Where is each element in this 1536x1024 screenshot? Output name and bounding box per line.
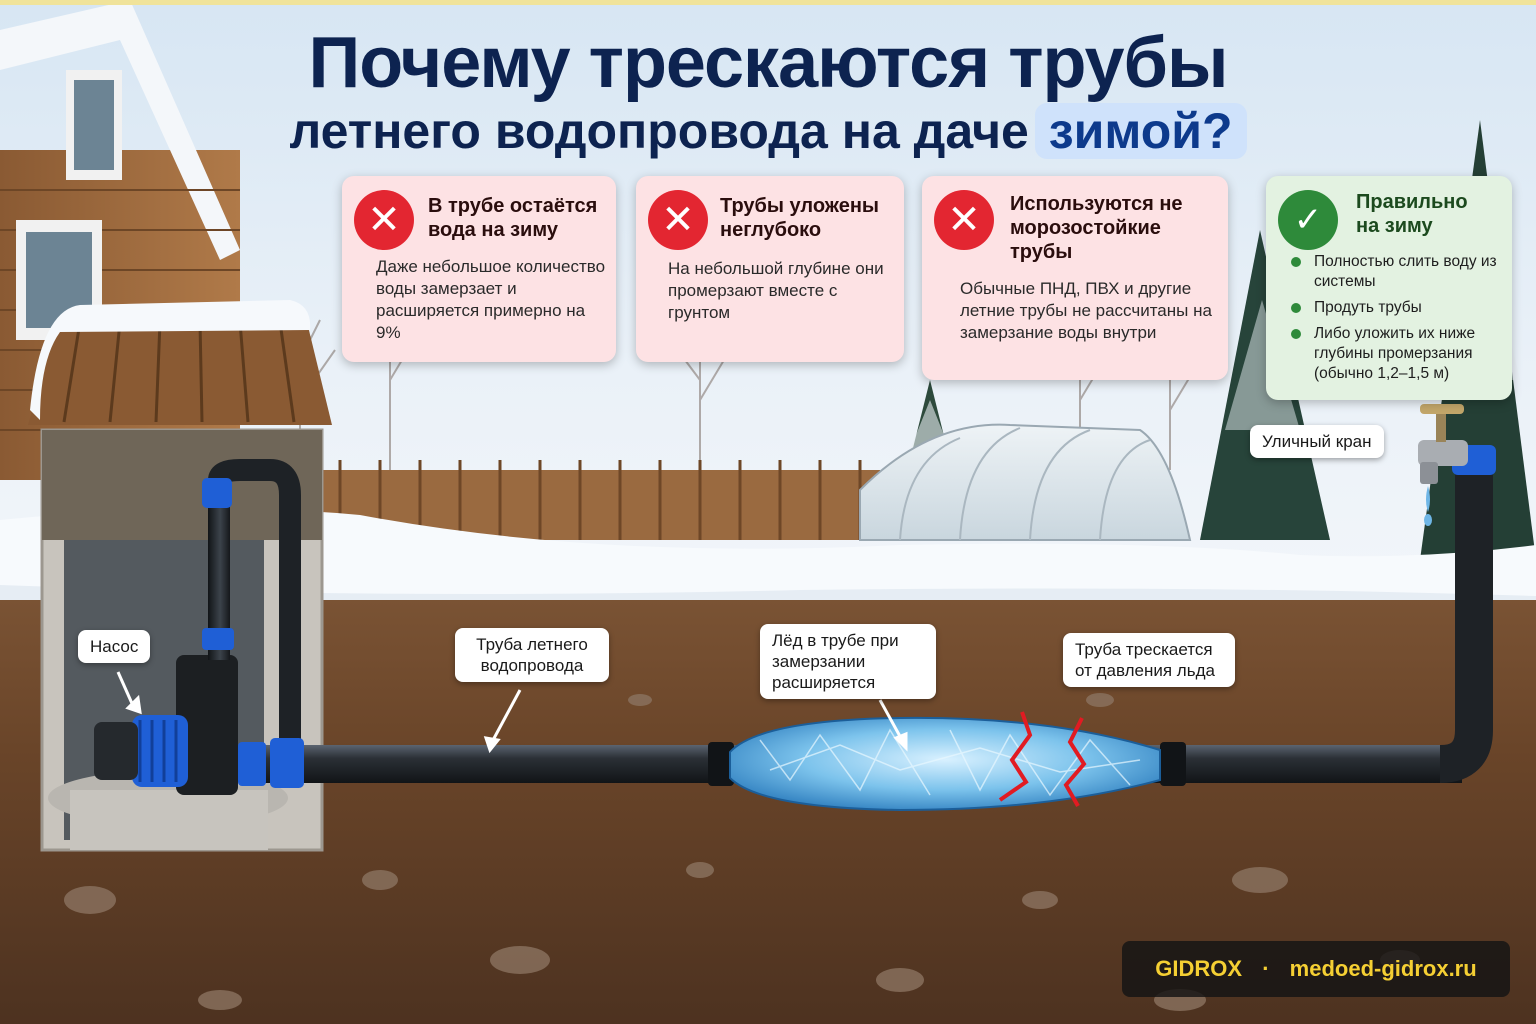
correct-card-title: Правильно на зиму <box>1356 191 1468 237</box>
cause-card-depth: ✕ Трубы уложены неглубоко На небольшой г… <box>636 176 904 362</box>
callout-pointers <box>116 671 908 754</box>
cause-card-text: Обычные ПНД, ПВХ и другие летние трубы н… <box>960 279 1212 342</box>
cause-card-text: Даже небольшое количество воды замерзает… <box>376 257 606 342</box>
label-crack: Труба трескается от давления льда <box>1063 633 1235 687</box>
cross-icon: ✕ <box>354 190 414 250</box>
cause-card-material: ✕ Используются не морозостойкие трубы Об… <box>922 176 1228 380</box>
street-tap <box>1418 404 1468 526</box>
pump-body <box>94 655 238 795</box>
label-crack-text: Труба трескается от давления льда <box>1075 640 1215 680</box>
brand-name: GIDROX <box>1155 956 1243 981</box>
subtitle-highlight: зимой? <box>1034 103 1247 159</box>
label-pipe: Труба летнего водопровода <box>455 628 609 682</box>
brand-site[interactable]: medoed-gidrox.ru <box>1289 956 1477 981</box>
label-street-tap: Уличный кран <box>1250 425 1384 458</box>
cause-card-title: Используются не морозостойкие трубы <box>1010 193 1183 263</box>
list-item: Полностью слить воду из системы <box>1288 252 1504 292</box>
correct-card: ✓ Правильно на зиму Полностью слить воду… <box>1266 176 1512 400</box>
correct-list: Полностью слить воду из системы Продуть … <box>1288 252 1504 390</box>
label-pipe-text: Труба летнего водопровода <box>476 635 588 675</box>
list-item: Продуть трубы <box>1288 298 1504 318</box>
cross-icon: ✕ <box>648 190 708 250</box>
cause-card-title: В трубе остаётся вода на зиму <box>428 195 598 241</box>
pipe-crack <box>998 711 1087 807</box>
cause-card-title: Трубы уложены неглубоко <box>720 195 879 241</box>
greenhouse <box>859 423 1192 541</box>
label-pump: Насос <box>78 630 151 663</box>
cause-card-water: ✕ В трубе остаётся вода на зиму Даже неб… <box>342 176 616 362</box>
label-ice-text: Лёд в трубе при замерзании расширяется <box>772 631 899 692</box>
ice-plug <box>729 716 1161 812</box>
page-title: Почему трескаются трубы <box>308 23 1228 103</box>
brand-separator: · <box>1262 956 1270 981</box>
list-item: Либо уложить их ниже глубины промерзания… <box>1288 324 1504 384</box>
label-ice: Лёд в трубе при замерзании расширяется <box>760 624 936 699</box>
checkmark-icon: ✓ <box>1278 190 1338 250</box>
brand-badge: GIDROX · medoed-gidrox.ru <box>1122 941 1510 997</box>
subtitle-main: летнего водопровода на даче <box>289 103 1029 159</box>
snow-surface <box>0 508 1536 610</box>
cause-card-text: На небольшой глубине они промерзают вмес… <box>668 259 884 322</box>
cross-icon: ✕ <box>934 190 994 250</box>
top-border <box>0 0 1536 5</box>
tap-riser <box>1438 470 1493 783</box>
well-pipe <box>208 490 230 660</box>
